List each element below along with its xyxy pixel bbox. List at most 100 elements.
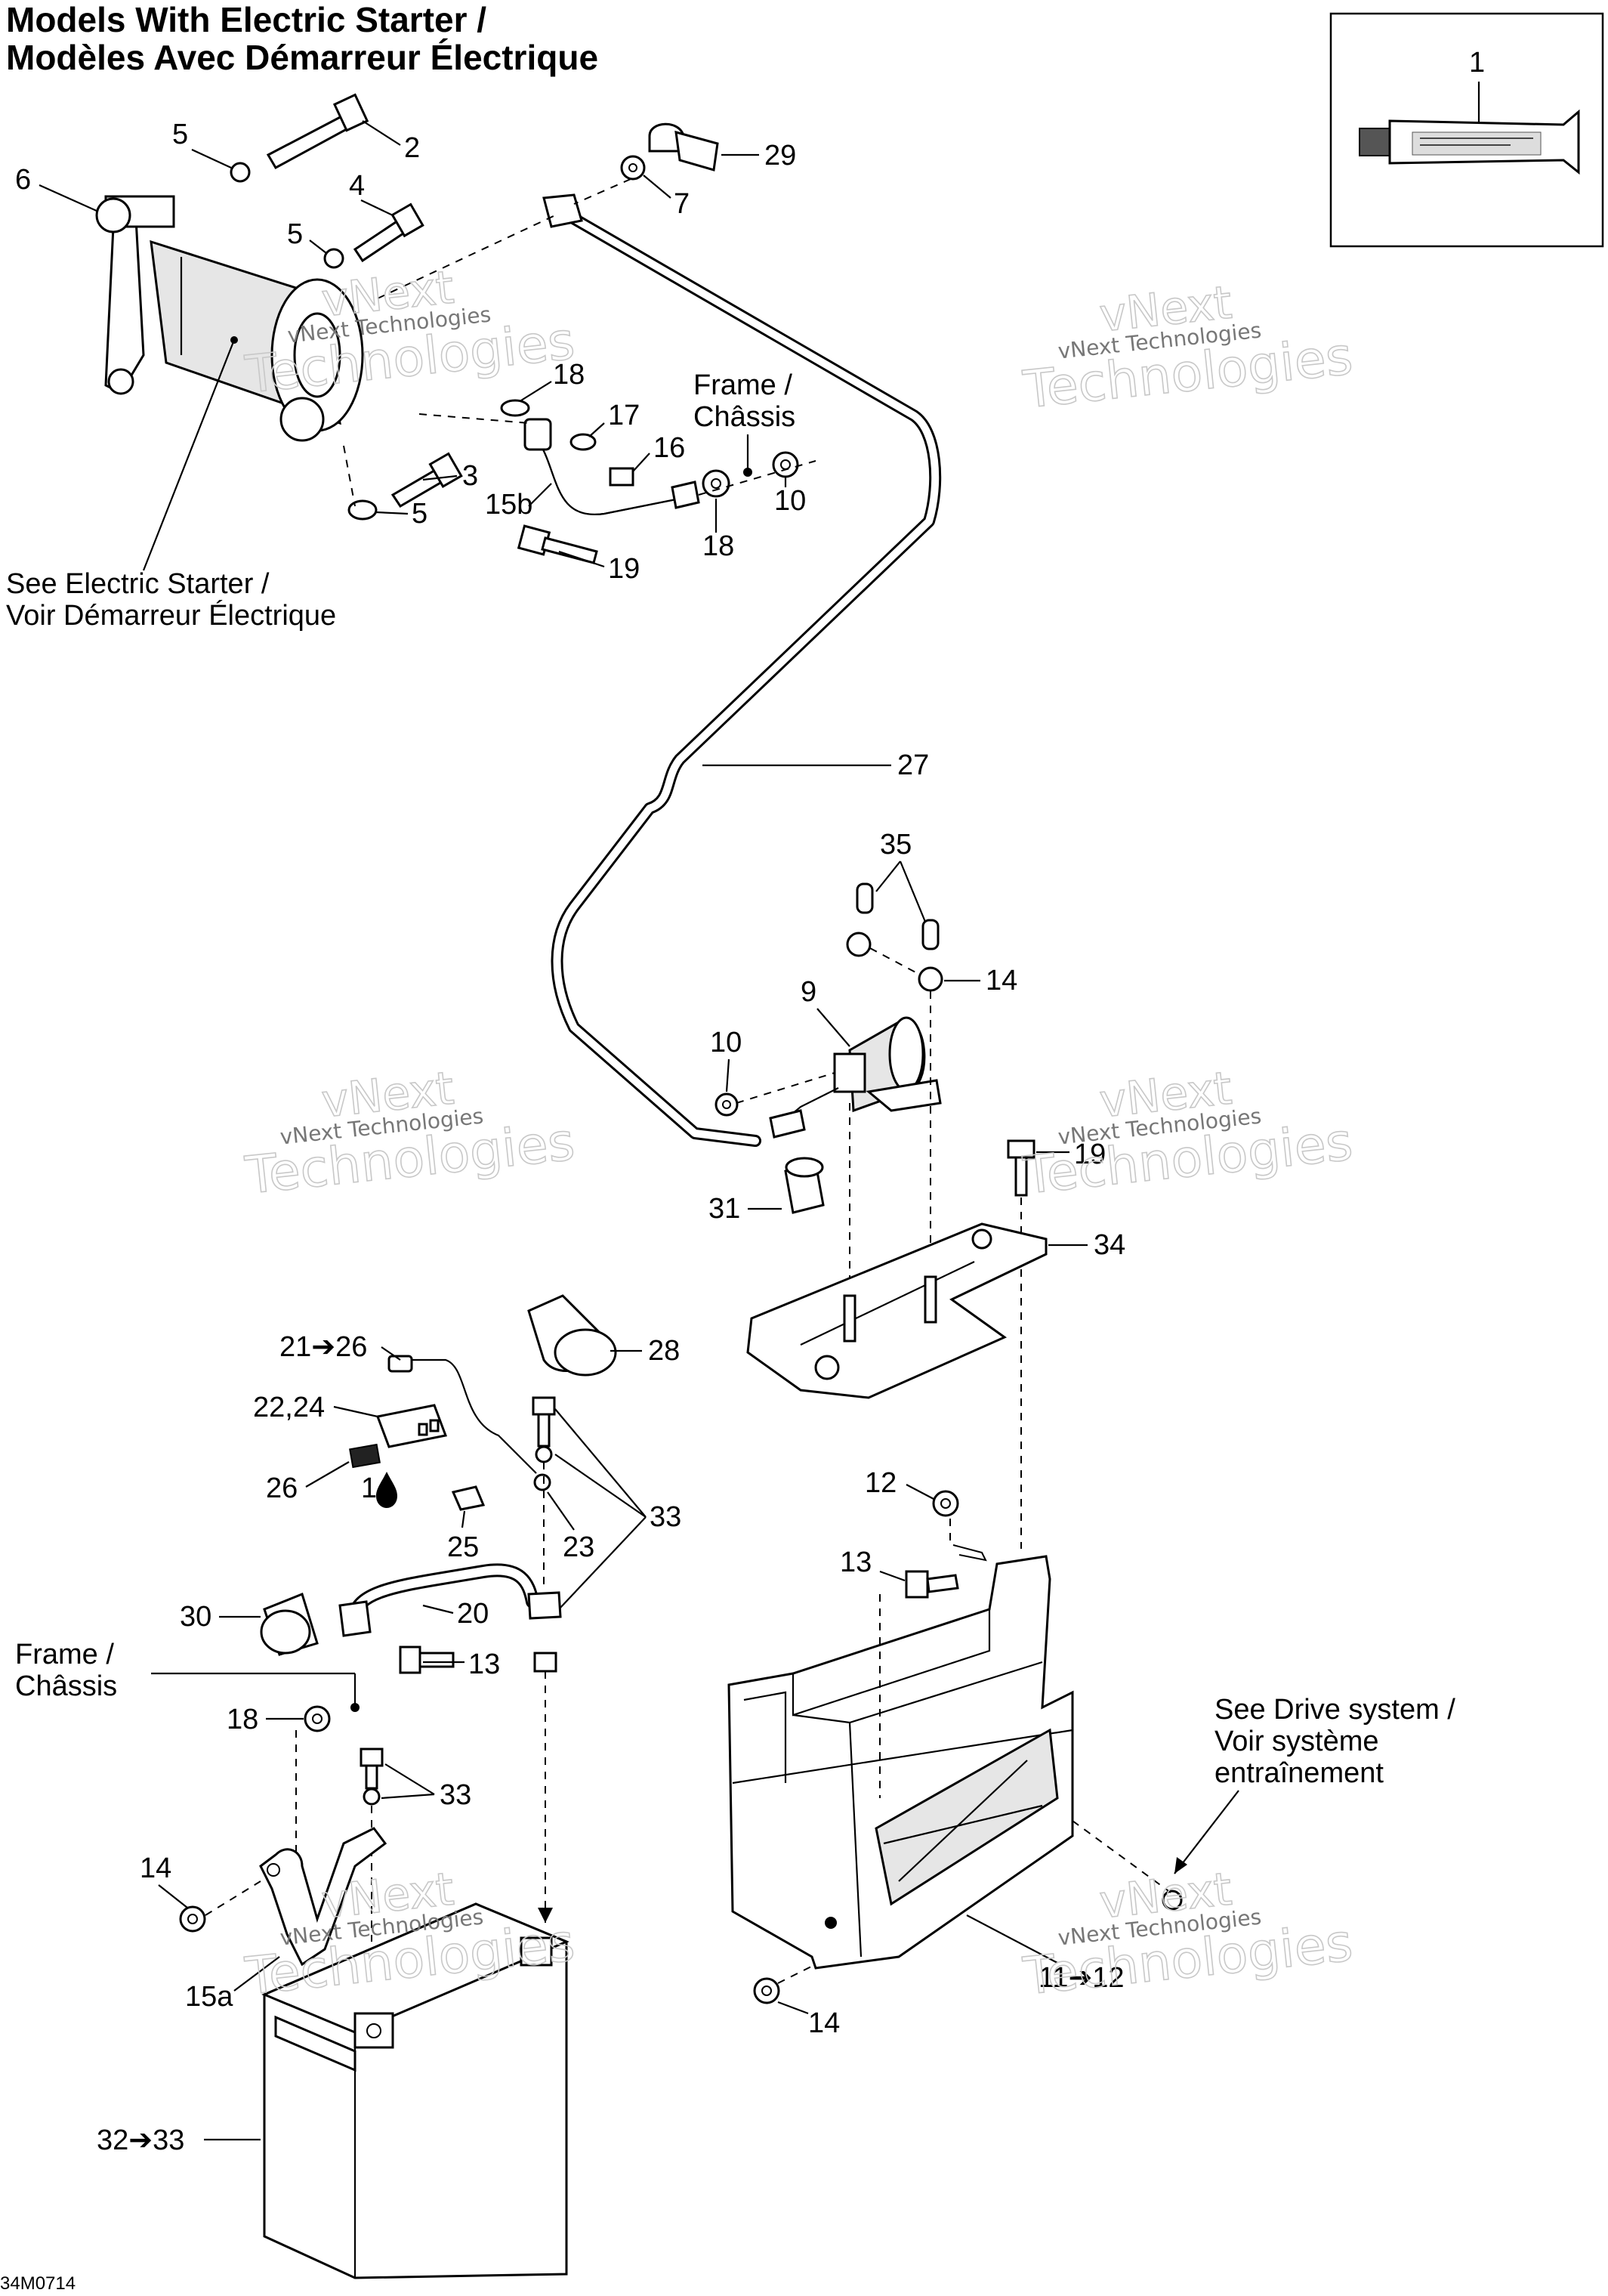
bolt-3 (390, 452, 463, 508)
callout-12: 12 (865, 1467, 897, 1499)
battery-cable-20 (338, 1563, 562, 1637)
washer-33a (535, 1445, 553, 1463)
terminal-boot-29 (648, 122, 719, 172)
callout-2: 2 (404, 132, 420, 164)
bolt-19a (517, 524, 598, 564)
title-line-1: Models With Electric Starter / (6, 0, 486, 39)
battery-32 (261, 1902, 569, 2279)
nut-square (533, 1652, 557, 1673)
callout-23: 23 (563, 1531, 594, 1563)
callout-5c: 5 (412, 498, 427, 530)
cap-35a (856, 882, 874, 914)
bolt-33b (360, 1747, 384, 1790)
callout-13b: 13 (840, 1547, 872, 1578)
frame-top-line-1: Frame / (693, 369, 792, 401)
lubricant-tube-icon (1359, 109, 1580, 175)
starter-motor (95, 195, 364, 442)
bolt-19b (1007, 1139, 1035, 1197)
see-starter-line-1: See Electric Starter / (6, 568, 270, 600)
washer-18a (500, 399, 530, 417)
drive-note-line-1: See Drive system / (1214, 1694, 1455, 1726)
bolt-13b (905, 1570, 959, 1599)
callout-30: 30 (180, 1601, 211, 1633)
cap-35b (921, 919, 940, 950)
callout-21: 21➔26 (279, 1331, 367, 1363)
callout-6: 6 (15, 164, 31, 196)
watermark-1: vNext Technologies Technologies vNext (242, 261, 578, 406)
drive-fastener (1162, 1890, 1183, 1911)
callout-5a: 5 (172, 119, 188, 150)
callout-32: 32➔33 (97, 2124, 184, 2156)
terminal-boot-28 (527, 1294, 617, 1377)
bolt-33a (532, 1396, 556, 1448)
washer-5c (347, 499, 378, 521)
washer-17 (569, 433, 597, 451)
callout-1-drop: 1 (361, 1472, 377, 1504)
nut-14b (918, 966, 943, 992)
terminal-boot-30 (260, 1593, 319, 1656)
callout-10a: 10 (774, 485, 806, 517)
callout-16: 16 (653, 432, 685, 464)
see-starter-line-2: Voir Démarreur Électrique (6, 599, 336, 632)
battery-box-11 (727, 1555, 1074, 1970)
fuse-26 (349, 1443, 381, 1469)
callout-20: 20 (457, 1598, 489, 1630)
fuse-25 (451, 1485, 486, 1511)
terminal-boot-31 (784, 1157, 825, 1214)
frame-bottom-line-1: Frame / (15, 1639, 114, 1670)
callout-18b: 18 (702, 530, 734, 562)
ring-terminal-23 (533, 1473, 551, 1491)
callout-33b: 33 (440, 1779, 471, 1811)
washer-5b (323, 248, 344, 269)
callout-10b: 10 (710, 1027, 742, 1058)
callout-14d: 14 (808, 2007, 840, 2039)
callout-22-24: 22,24 (253, 1392, 325, 1423)
frame-bottom-line-2: Châssis (15, 1670, 117, 1702)
callout-29: 29 (764, 140, 796, 172)
callout-14a: 14 (986, 965, 1017, 997)
callout-28: 28 (648, 1335, 680, 1367)
title-line-2: Modèles Avec Démarreur Électrique (6, 38, 598, 77)
callout-9: 9 (801, 976, 816, 1008)
callout-11: 11➔12 (1039, 1962, 1125, 1994)
mounting-bracket-34 (746, 1222, 1048, 1399)
callout-19b: 19 (1074, 1139, 1106, 1170)
washer-5a (230, 162, 251, 183)
callout-26: 26 (266, 1472, 298, 1504)
frame-top-line-2: Châssis (693, 401, 795, 433)
watermark-4: vNext Technologies Technologies vNext (1020, 1061, 1356, 1207)
solenoid-9 (769, 1016, 942, 1139)
lubricant-inset: 1 (1329, 12, 1604, 248)
starter-cable-15b (523, 418, 700, 516)
nut-14a (846, 932, 872, 957)
callout-18a: 18 (553, 359, 585, 391)
nut-16 (609, 467, 634, 487)
drive-note-line-3: entraînement (1214, 1757, 1384, 1789)
callout-14c: 14 (140, 1853, 171, 1884)
callout-19a: 19 (608, 553, 640, 585)
drive-note-line-2: Voir système (1214, 1726, 1379, 1757)
callout-15a: 15a (185, 1981, 233, 2013)
callout-31: 31 (708, 1193, 740, 1225)
callout-3: 3 (462, 460, 478, 492)
callout-35: 35 (880, 829, 912, 861)
callout-18c: 18 (227, 1704, 258, 1735)
watermark-6: vNext Technologies Technologies vNext (1020, 1862, 1356, 2008)
callout-13a: 13 (468, 1649, 500, 1680)
callout-27: 27 (897, 749, 929, 781)
callout-33a: 33 (650, 1501, 681, 1533)
oil-drop-icon (376, 1472, 397, 1508)
main-cable-27 (542, 193, 942, 1147)
callout-1: 1 (1469, 47, 1485, 79)
callout-17: 17 (608, 400, 640, 431)
ground-strap-15a (259, 1827, 387, 1967)
washer-33b (363, 1788, 381, 1806)
watermark-2: vNext Technologies Technologies vNext (1020, 276, 1356, 422)
figure-code: 34M0714 (0, 2273, 76, 2294)
callout-15b: 15b (485, 489, 532, 521)
watermark-3: vNext Technologies Technologies vNext (242, 1061, 578, 1207)
callout-5b: 5 (287, 218, 303, 250)
callout-4: 4 (349, 170, 365, 202)
bolt-2 (266, 93, 369, 170)
